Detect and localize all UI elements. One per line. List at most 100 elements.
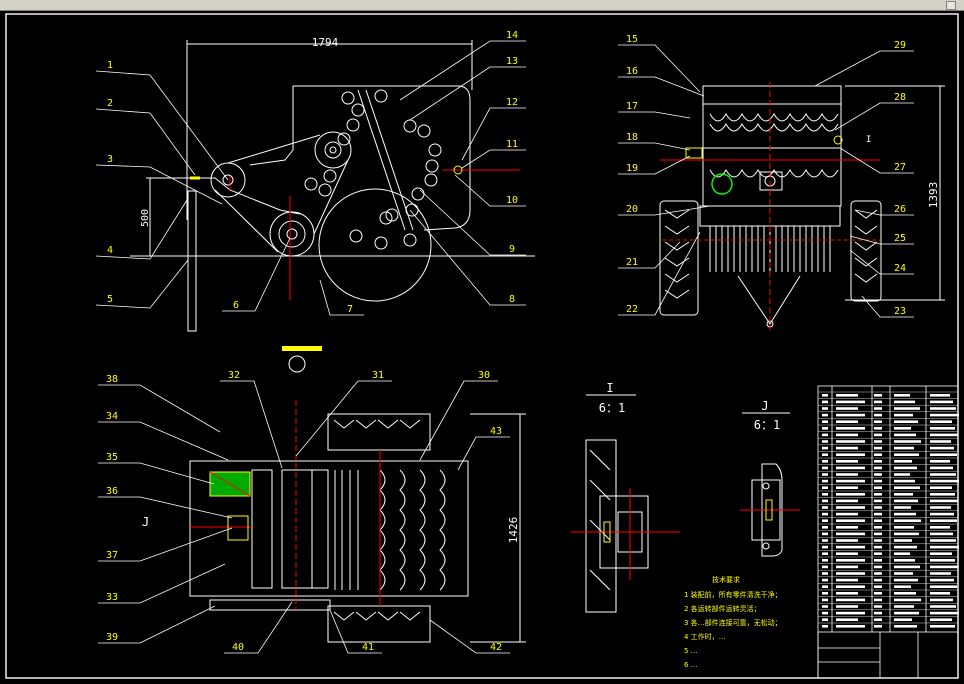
table-cell-entry [822, 618, 828, 621]
leader-line-11 [461, 149, 526, 169]
part-number-42: 42 [490, 642, 502, 653]
table-cell-entry [894, 407, 920, 410]
table-cell-entry [874, 453, 882, 456]
table-cell-entry [822, 440, 828, 443]
leader-line-38 [98, 384, 221, 433]
table-cell-entry [894, 479, 915, 483]
table-cell-entry [894, 578, 918, 582]
side-view-colored [660, 82, 880, 330]
leader-line-32 [220, 380, 283, 469]
table-cell-entry [822, 479, 828, 483]
part-number-18: 18 [626, 132, 638, 143]
table-cell-entry [874, 466, 882, 470]
table-cell-entry [930, 407, 956, 410]
table-cell-entry [894, 519, 921, 522]
table-cell-entry [930, 559, 955, 562]
part-number-9: 9 [509, 244, 515, 255]
leader-line-10 [454, 174, 526, 207]
table-cell-entry [836, 453, 865, 456]
side-detail-marker: I [866, 135, 871, 145]
table-cell-entry [836, 407, 858, 410]
part-number-5: 5 [107, 294, 113, 305]
table-cell-entry [836, 611, 865, 615]
table-cell-entry [894, 512, 916, 516]
table-cell-entry [930, 611, 959, 615]
table-cell-entry [822, 499, 828, 503]
table-cell-entry [930, 565, 958, 569]
detail-view-i: I 6：1 [570, 381, 680, 613]
leader-line-37 [98, 527, 233, 562]
table-cell-entry [836, 420, 858, 423]
table-cell-entry [930, 493, 955, 496]
table-cell-entry [822, 486, 828, 489]
table-cell-entry [822, 532, 828, 536]
table-cell-entry [894, 486, 920, 489]
table-cell-entry [894, 526, 914, 529]
part-number-10: 10 [506, 195, 518, 206]
parts-list-rows [818, 391, 958, 624]
table-cell-entry [930, 532, 953, 536]
plan-view-colored [190, 346, 381, 610]
table-cell-entry [894, 460, 912, 463]
table-cell-entry [836, 394, 858, 397]
table-cell-entry [894, 446, 914, 450]
part-number-39: 39 [106, 632, 118, 643]
table-cell-entry [894, 420, 918, 423]
table-cell-entry [930, 453, 957, 456]
table-cell-entry [874, 519, 882, 522]
part-number-30: 30 [478, 370, 490, 381]
table-cell-entry [822, 420, 828, 423]
leader-line-8 [409, 209, 526, 306]
leader-line-7 [319, 279, 364, 316]
table-cell-entry [822, 605, 828, 608]
table-cell-entry [836, 512, 858, 516]
table-cell-entry [836, 539, 858, 542]
table-cell-entry [894, 532, 919, 536]
part-number-11: 11 [506, 139, 518, 150]
part-number-22: 22 [626, 304, 638, 315]
table-cell-entry [874, 400, 882, 404]
dim-front-width: 1794 [312, 36, 339, 49]
table-cell-entry [930, 433, 958, 437]
table-cell-entry [874, 440, 882, 443]
table-cell-entry [822, 453, 828, 456]
close-icon[interactable] [946, 1, 956, 10]
leader-line-33 [98, 563, 226, 604]
table-cell-entry [930, 598, 953, 602]
table-cell-entry [894, 552, 910, 555]
part-number-27: 27 [894, 162, 906, 173]
part-number-1: 1 [107, 60, 113, 71]
part-number-12: 12 [506, 97, 518, 108]
part-number-40: 40 [232, 642, 244, 653]
table-cell-entry [822, 512, 828, 516]
table-cell-entry [822, 552, 828, 555]
part-number-32: 32 [228, 370, 240, 381]
table-cell-entry [836, 440, 865, 443]
leader-line-31 [295, 380, 392, 457]
leader-line-1 [95, 70, 229, 181]
table-cell-entry [822, 506, 828, 509]
table-cell-entry [874, 486, 882, 489]
part-number-43: 43 [490, 426, 502, 437]
table-cell-entry [874, 559, 882, 562]
table-cell-entry [874, 539, 882, 542]
table-cell-entry [836, 479, 865, 483]
table-cell-entry [930, 552, 952, 555]
table-cell-entry [874, 605, 882, 608]
parts-list-entries [822, 394, 959, 628]
table-cell-entry [874, 499, 882, 503]
table-cell-entry [894, 592, 916, 595]
table-cell-entry [822, 559, 828, 562]
table-cell-entry [874, 572, 882, 575]
leader-line-12 [461, 107, 526, 161]
part-number-41: 41 [362, 642, 374, 653]
table-cell-entry [874, 427, 882, 430]
leader-line-34 [98, 421, 229, 461]
notes-item-6: 6 … [684, 661, 698, 669]
table-cell-entry [836, 519, 865, 522]
table-cell-entry [874, 598, 882, 602]
table-cell-entry [894, 565, 920, 569]
table-cell-entry [836, 473, 858, 476]
table-cell-entry [874, 592, 882, 595]
table-cell-entry [822, 460, 828, 463]
